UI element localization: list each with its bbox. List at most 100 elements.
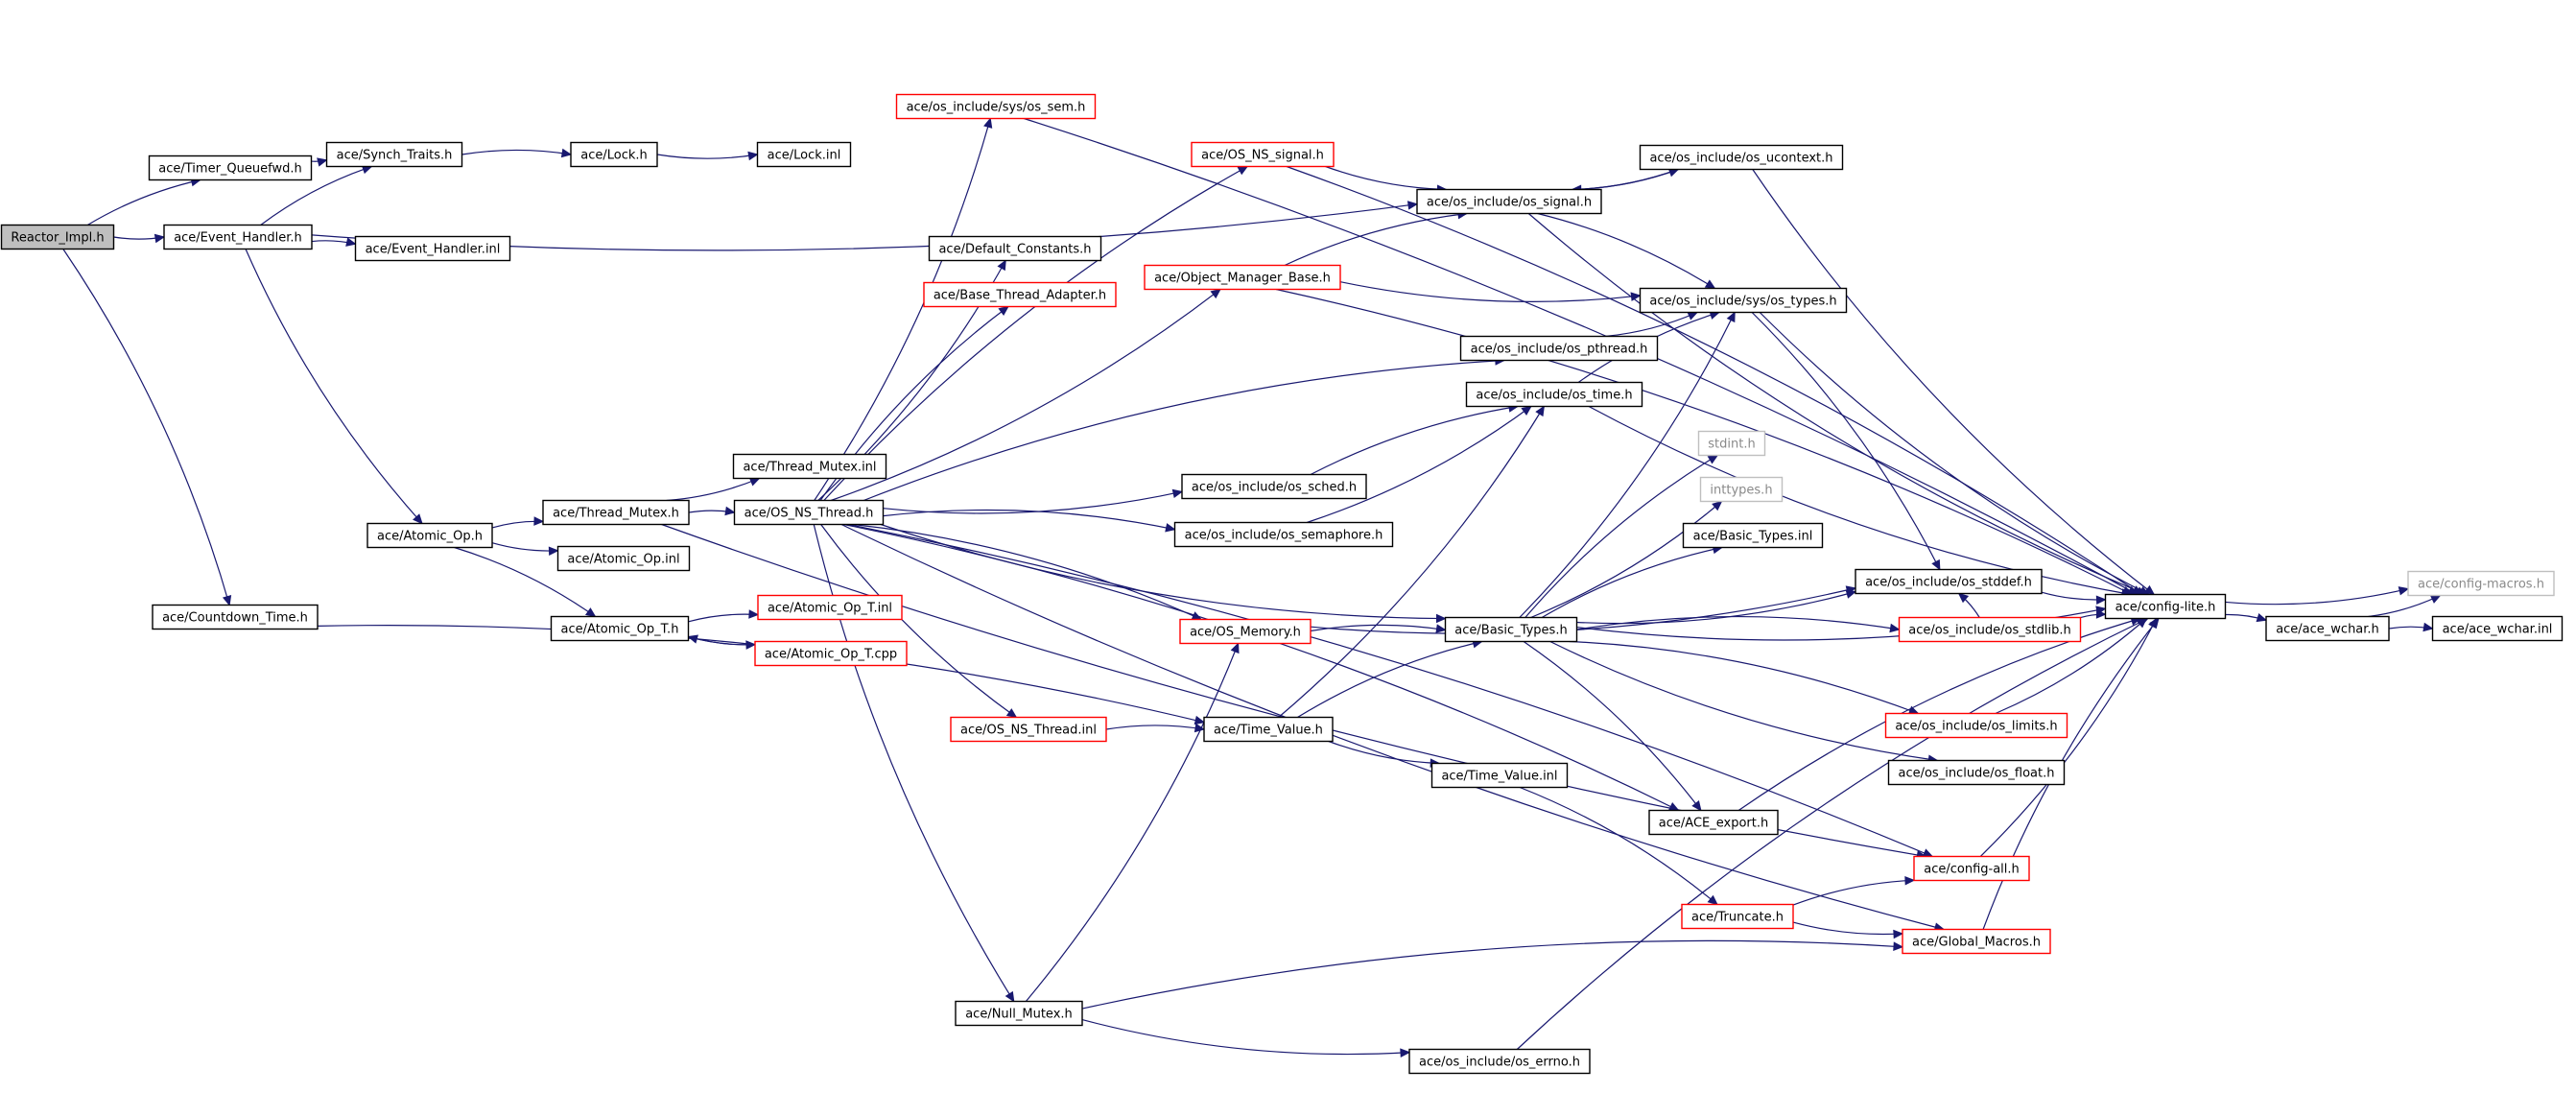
node-box[interactable] <box>1898 616 2082 643</box>
node-lock-inl[interactable]: ace/Lock.inl <box>756 141 852 168</box>
node-box[interactable] <box>366 522 493 549</box>
node-null-mutex[interactable]: ace/Null_Mutex.h <box>955 1000 1083 1027</box>
node-ace-export[interactable]: ace/ACE_export.h <box>1648 809 1779 836</box>
node-box[interactable] <box>732 453 887 480</box>
node-box[interactable] <box>754 640 908 667</box>
node-box[interactable] <box>1430 762 1569 789</box>
node-thread-mutex[interactable]: ace/Thread_Mutex.h <box>542 499 690 526</box>
node-box[interactable] <box>1639 144 1844 171</box>
node-label: ace/Event_Handler.h <box>174 231 302 246</box>
node-ace-wchar-inl[interactable]: ace/ace_wchar.inl <box>2431 615 2564 642</box>
node-box[interactable] <box>1416 188 1602 215</box>
node-os-time[interactable]: ace/os_include/os_time.h <box>1465 381 1643 408</box>
node-box[interactable] <box>2265 615 2390 642</box>
node-countdown-time[interactable]: ace/Countdown_Time.h <box>152 604 319 630</box>
node-atomic-op-t-inl[interactable]: ace/Atomic_Op_T.inl <box>757 594 903 621</box>
node-time-value[interactable]: ace/Time_Value.h <box>1203 716 1334 743</box>
node-box[interactable] <box>757 594 903 621</box>
node-os-pthread[interactable]: ace/os_include/os_pthread.h <box>1459 335 1659 362</box>
node-box[interactable] <box>895 93 1097 120</box>
node-time-value-inl[interactable]: ace/Time_Value.inl <box>1430 762 1569 789</box>
node-os-errno[interactable]: ace/os_include/os_errno.h <box>1408 1048 1591 1075</box>
node-box[interactable] <box>556 545 691 572</box>
node-box[interactable] <box>1681 903 1794 930</box>
node-box[interactable] <box>1913 855 2030 882</box>
node-atomic-op-t-cpp[interactable]: ace/Atomic_Op_T.cpp <box>754 640 908 667</box>
node-box[interactable] <box>148 154 313 181</box>
node-default-constants[interactable]: ace/Default_Constants.h <box>928 235 1102 262</box>
node-os-stdlib[interactable]: ace/os_include/os_stdlib.h <box>1898 616 2082 643</box>
node-timer-queuefwd[interactable]: ace/Timer_Queuefwd.h <box>148 154 313 181</box>
arrowhead-atomic_op_t_cpp-to-atomic_op_t <box>687 634 698 644</box>
node-os-ucontext[interactable]: ace/os_include/os_ucontext.h <box>1639 144 1844 171</box>
node-os-stddef[interactable]: ace/os_include/os_stddef.h <box>1855 568 2043 595</box>
arrowhead-os_ns_thread-to-os_ns_signal <box>1237 165 1249 176</box>
node-box[interactable] <box>733 499 885 526</box>
node-global-macros[interactable]: ace/Global_Macros.h <box>1902 928 2051 955</box>
node-box[interactable] <box>1179 618 1312 645</box>
node-box[interactable] <box>542 499 690 526</box>
node-lock-h[interactable]: ace/Lock.h <box>570 141 658 168</box>
node-label: ace/Null_Mutex.h <box>965 1008 1073 1022</box>
node-os-ns-thread-inl[interactable]: ace/OS_NS_Thread.inl <box>950 716 1107 743</box>
node-box[interactable] <box>1648 809 1779 836</box>
node-os-sched[interactable]: ace/os_include/os_sched.h <box>1181 473 1367 500</box>
arrowhead-atomic_op-to-atomic_op_inl <box>548 546 559 557</box>
node-ace-wchar-h[interactable]: ace/ace_wchar.h <box>2265 615 2390 642</box>
node-box[interactable] <box>152 604 319 630</box>
node-box[interactable] <box>354 235 511 262</box>
node-atomic-op-t[interactable]: ace/Atomic_Op_T.h <box>550 615 690 642</box>
node-box[interactable] <box>2431 615 2564 642</box>
node-os-limits[interactable]: ace/os_include/os_limits.h <box>1884 712 2068 739</box>
node-os-memory[interactable]: ace/OS_Memory.h <box>1179 618 1312 645</box>
node-config-all[interactable]: ace/config-all.h <box>1913 855 2030 882</box>
node-box[interactable] <box>163 224 313 250</box>
node-event-handler[interactable]: ace/Event_Handler.h <box>163 224 313 250</box>
node-box[interactable] <box>923 281 1117 308</box>
node-synch-traits[interactable]: ace/Synch_Traits.h <box>325 141 463 168</box>
arrowhead-event_handler-to-os_signal <box>1406 201 1419 210</box>
node-box[interactable] <box>1887 759 2066 786</box>
node-box[interactable] <box>955 1000 1083 1027</box>
node-box[interactable] <box>1408 1048 1591 1075</box>
node-atomic-op-inl[interactable]: ace/Atomic_Op.inl <box>556 545 691 572</box>
node-box[interactable] <box>1181 473 1367 500</box>
arrowhead-os_ns_thread-to-os_sched <box>1171 488 1184 499</box>
node-box[interactable] <box>1144 264 1341 291</box>
node-os-signal[interactable]: ace/os_include/os_signal.h <box>1416 188 1602 215</box>
node-box[interactable] <box>1465 381 1643 408</box>
node-os-semaphore[interactable]: ace/os_include/os_semaphore.h <box>1173 521 1394 548</box>
node-basic-types-inl[interactable]: ace/Basic_Types.inl <box>1682 522 1824 549</box>
node-truncate[interactable]: ace/Truncate.h <box>1681 903 1794 930</box>
node-box[interactable] <box>1444 616 1578 643</box>
node-thread-mutex-inl[interactable]: ace/Thread_Mutex.inl <box>732 453 887 480</box>
node-box[interactable] <box>1902 928 2051 955</box>
node-basic-types[interactable]: ace/Basic_Types.h <box>1444 616 1578 643</box>
node-object-manager-base[interactable]: ace/Object_Manager_Base.h <box>1144 264 1341 291</box>
node-box[interactable] <box>1173 521 1394 548</box>
node-os-ns-thread[interactable]: ace/OS_NS_Thread.h <box>733 499 885 526</box>
node-box[interactable] <box>550 615 690 642</box>
node-box[interactable] <box>1459 335 1659 362</box>
node-os-float[interactable]: ace/os_include/os_float.h <box>1887 759 2066 786</box>
node-box[interactable] <box>570 141 658 168</box>
node-box[interactable] <box>2104 593 2227 620</box>
node-box[interactable] <box>950 716 1107 743</box>
node-box[interactable] <box>1884 712 2068 739</box>
node-box[interactable] <box>1639 287 1848 314</box>
node-box[interactable] <box>1203 716 1334 743</box>
node-config-lite[interactable]: ace/config-lite.h <box>2104 593 2227 620</box>
node-box[interactable] <box>1855 568 2043 595</box>
node-box[interactable] <box>928 235 1102 262</box>
node-atomic-op[interactable]: ace/Atomic_Op.h <box>366 522 493 549</box>
node-box[interactable] <box>1682 522 1824 549</box>
node-box[interactable] <box>325 141 463 168</box>
node-box[interactable] <box>1191 141 1335 168</box>
node-stdint: stdint.h <box>1697 430 1766 457</box>
node-os-sem[interactable]: ace/os_include/sys/os_sem.h <box>895 93 1097 120</box>
node-os-ns-signal[interactable]: ace/OS_NS_signal.h <box>1191 141 1335 168</box>
node-base-thread-adapter[interactable]: ace/Base_Thread_Adapter.h <box>923 281 1117 308</box>
node-box[interactable] <box>756 141 852 168</box>
node-event-handler-inl[interactable]: ace/Event_Handler.inl <box>354 235 511 262</box>
node-os-types[interactable]: ace/os_include/sys/os_types.h <box>1639 287 1848 314</box>
